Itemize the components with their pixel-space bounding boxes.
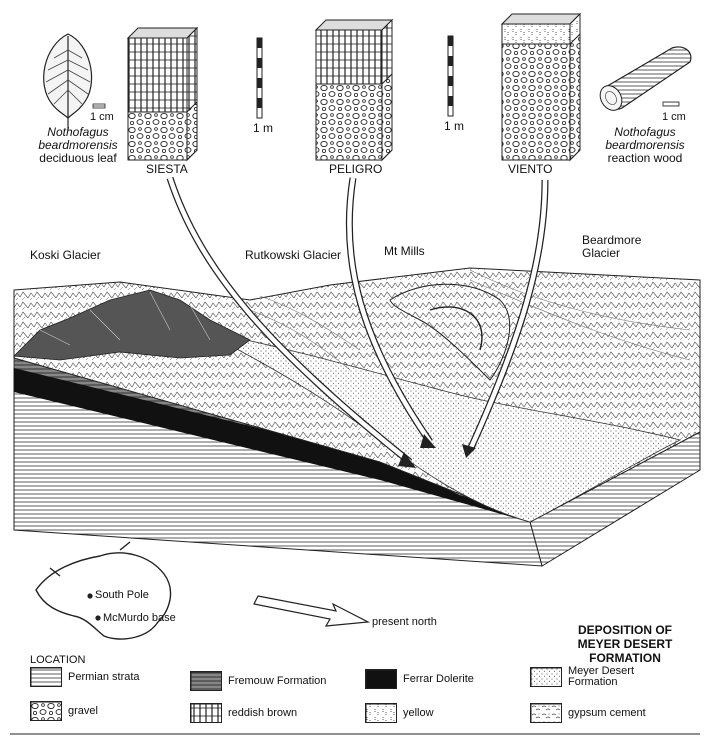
mcmurdo-marker [95, 615, 100, 620]
diagram-title: DEPOSITION OF MEYER DESERT FORMATION [560, 623, 690, 665]
legend-reddish-brown: reddish brown [190, 702, 297, 724]
koski-glacier-label: Koski Glacier [30, 249, 101, 262]
present-north-label: present north [372, 616, 437, 629]
leaf-caption: Nothofagus beardmorensis deciduous leaf [28, 126, 128, 165]
leaf-scale-bar [93, 104, 105, 108]
viento-column-block [502, 14, 580, 160]
legend-meyer: Meyer Desert Formation [530, 666, 634, 688]
legend-fremouw: Fremouw Formation [190, 670, 326, 692]
legend-gypsum: gypsum cement [530, 702, 646, 724]
siesta-scale-bar [257, 38, 262, 118]
reddish-brown-swatch [190, 703, 222, 723]
rutkowski-glacier-label: Rutkowski Glacier [245, 249, 341, 262]
fremouw-swatch [190, 671, 222, 691]
wood-scale-bar [663, 102, 679, 106]
siesta-label: SIESTA [146, 163, 188, 176]
meyer-swatch [530, 667, 562, 687]
south-pole-marker [87, 593, 92, 598]
mcmurdo-label: McMurdo base [103, 612, 176, 625]
siesta-scale-label: 1 m [253, 122, 273, 135]
mt-mills-label: Mt Mills [384, 245, 425, 258]
south-pole-label: South Pole [95, 589, 149, 602]
leaf-fossil-illustration [44, 34, 92, 130]
present-north-arrow [254, 596, 368, 626]
legend-yellow: yellow [365, 702, 434, 724]
beardmore-glacier-label: Beardmore Glacier [582, 234, 641, 260]
legend-permian: Permian strata [30, 666, 140, 688]
yellow-swatch [365, 703, 397, 723]
peligro-scale-bar [448, 36, 453, 116]
siesta-column-block [128, 28, 197, 160]
wood-caption: Nothofagus beardmorensis reaction wood [590, 126, 700, 165]
legend-ferrar: Ferrar Dolerite [365, 668, 474, 690]
ferrar-swatch [365, 669, 397, 689]
viento-label: VIENTO [508, 163, 552, 176]
leaf-scale-label: 1 cm [90, 111, 114, 124]
peligro-scale-label: 1 m [444, 120, 464, 133]
legend-gravel: gravel [30, 700, 98, 722]
peligro-column-block [316, 20, 392, 160]
peligro-label: PELIGRO [329, 163, 382, 176]
gravel-swatch [30, 701, 62, 721]
wood-scale-label: 1 cm [662, 111, 686, 124]
gypsum-swatch [530, 703, 562, 723]
permian-swatch [30, 667, 62, 687]
